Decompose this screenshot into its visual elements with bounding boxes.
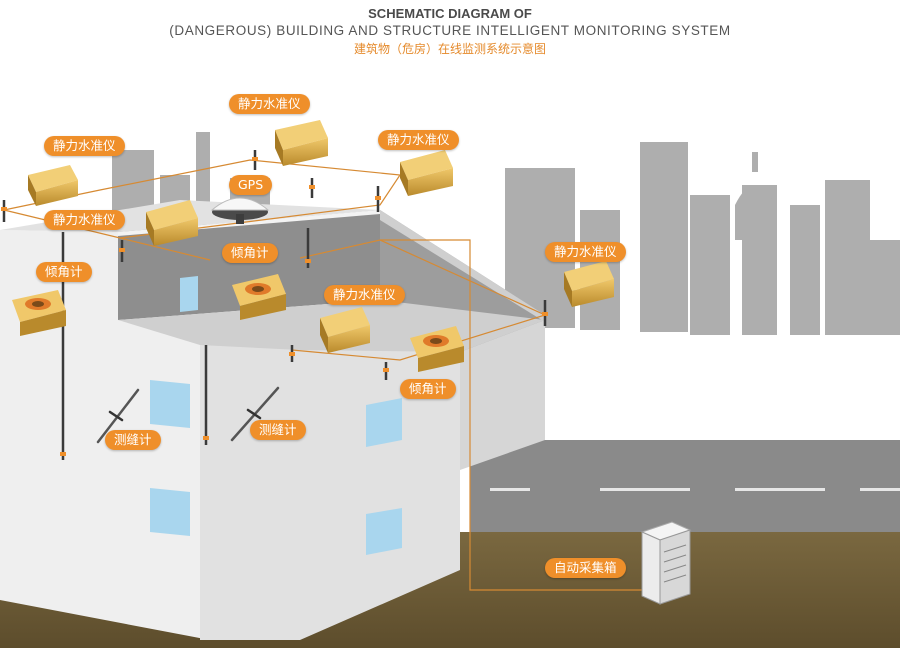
title-block: SCHEMATIC DIAGRAM OF (DANGEROUS) BUILDIN…: [0, 6, 900, 57]
label-crack-meter-2: 测缝计: [250, 420, 306, 440]
label-tilt-sensor-1: 倾角计: [36, 262, 92, 282]
label-level-sensor-1: 静力水准仪: [44, 136, 125, 156]
label-level-sensor-4: 静力水准仪: [44, 210, 125, 230]
crack-meter-2: [230, 386, 280, 442]
road-markings: [490, 488, 900, 491]
level-sensor-2: [275, 120, 328, 166]
label-gps: GPS: [229, 175, 273, 195]
label-tilt-sensor-2: 倾角计: [222, 243, 278, 263]
label-crack-meter-1: 测缝计: [105, 430, 161, 450]
title-chinese: 建筑物（危房）在线监测系统示意图: [353, 42, 546, 56]
level-sensor-4: [146, 200, 198, 246]
city-skyline: [112, 132, 900, 335]
label-level-sensor-5: 静力水准仪: [324, 285, 405, 305]
label-level-sensor-2: 静力水准仪: [229, 94, 310, 114]
level-sensor-5: [320, 307, 370, 353]
crack-meter-1: [96, 388, 140, 444]
title-line-1: SCHEMATIC DIAGRAM OF: [368, 6, 532, 21]
tilt-sensor-3: [410, 326, 464, 372]
tilt-sensor-1: [12, 290, 66, 336]
label-tilt-sensor-3: 倾角计: [400, 379, 456, 399]
level-sensor-1: [28, 165, 78, 206]
tilt-sensor-2: [232, 274, 286, 320]
label-level-sensor-6: 静力水准仪: [545, 242, 626, 262]
label-collector: 自动采集箱: [545, 558, 626, 578]
level-sensor-6: [564, 261, 614, 307]
label-level-sensor-3: 静力水准仪: [378, 130, 459, 150]
level-sensor-3: [400, 150, 453, 196]
windows: [150, 276, 402, 555]
title-line-2: (DANGEROUS) BUILDING AND STRUCTURE INTEL…: [169, 23, 731, 38]
collector-cabinet: [640, 521, 692, 605]
gps-antenna: [210, 197, 270, 224]
road: [470, 440, 900, 532]
